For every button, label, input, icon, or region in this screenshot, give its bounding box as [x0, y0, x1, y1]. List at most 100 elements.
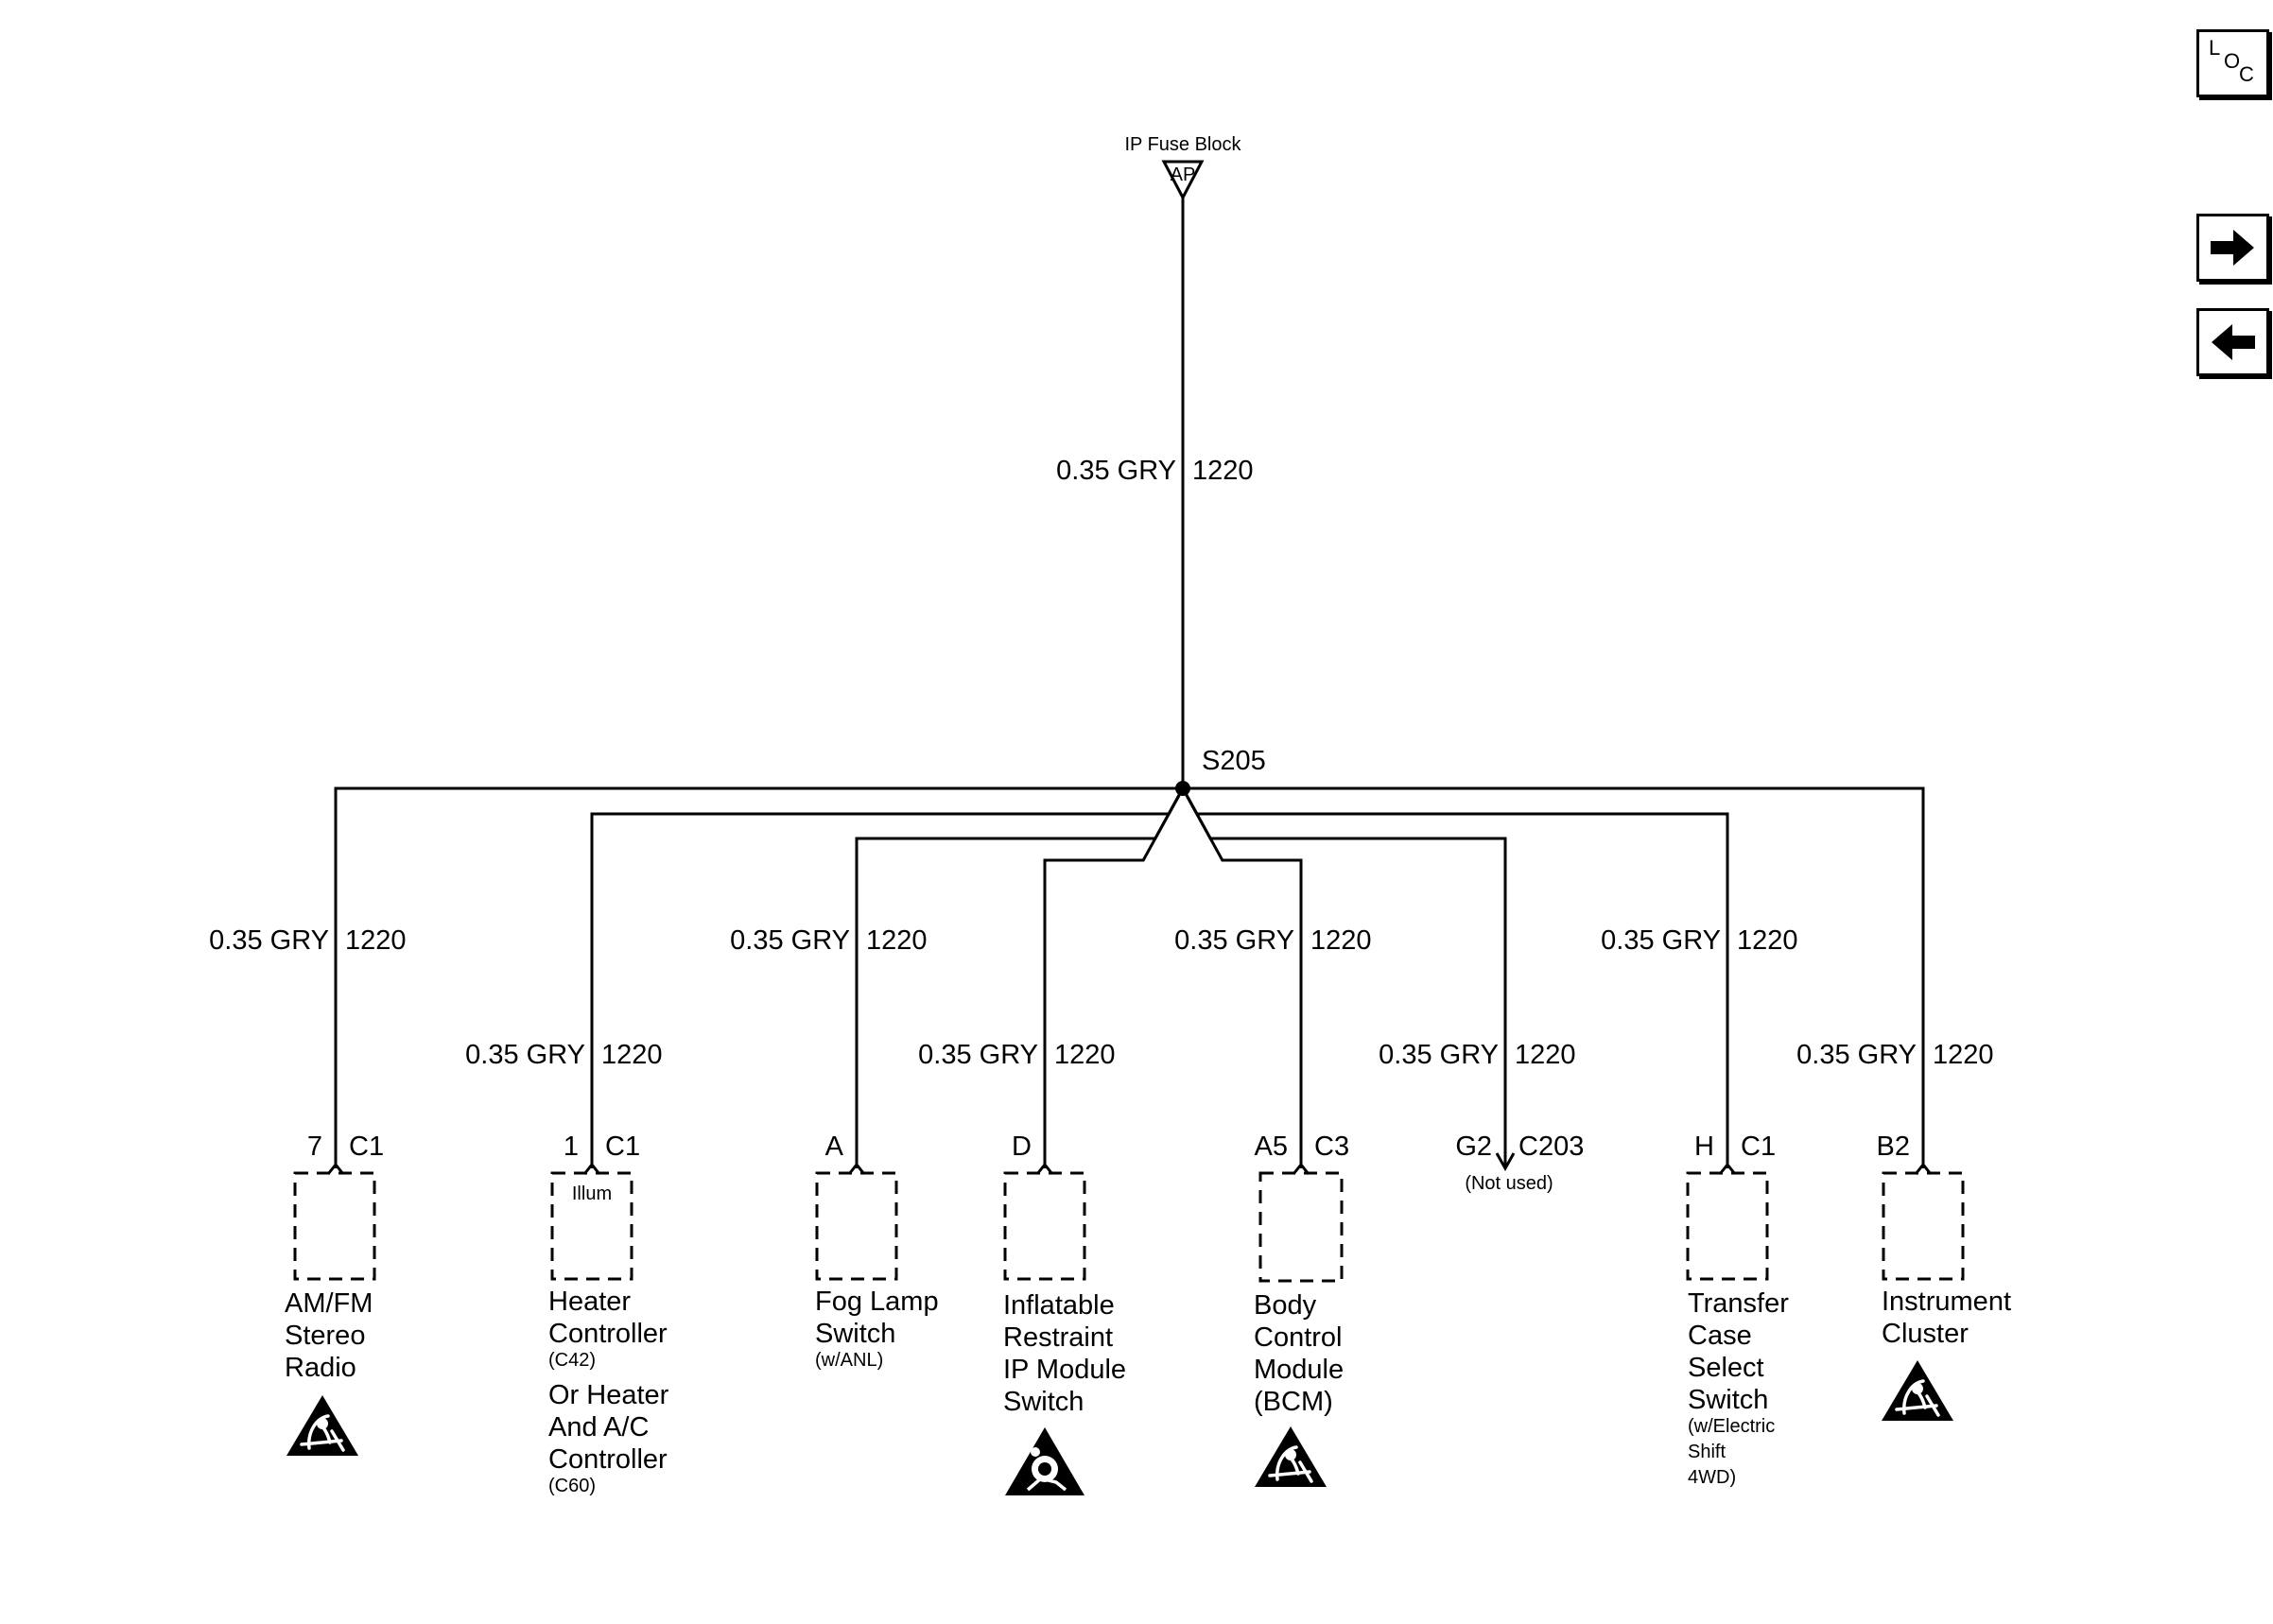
branch-wire [855, 787, 1185, 1168]
branch-wire [1181, 787, 1729, 1168]
not-used-note: (Not used) [1465, 1173, 1553, 1194]
wire-gauge-label: 0.35 GRY [730, 925, 850, 956]
pin-terminal [1914, 1162, 1933, 1175]
component-name-line: Radio [285, 1353, 356, 1383]
pin-label: 1 [564, 1132, 579, 1162]
component-name-line: Switch [1688, 1385, 1768, 1415]
component-name-line: Select [1688, 1353, 1764, 1383]
next-page-button[interactable] [2196, 214, 2269, 282]
connector-label: C203 [1518, 1132, 1584, 1162]
wire-circuit-label: 1220 [1054, 1040, 1116, 1070]
branch-wire [334, 786, 1183, 1168]
pin-label: B2 [1877, 1132, 1910, 1162]
component-name-line: Inflatable [1003, 1290, 1115, 1321]
branch-wire [1043, 787, 1185, 1168]
component-name-line: Fog Lamp [815, 1287, 939, 1317]
wire-gauge-label: 0.35 GRY [1379, 1040, 1499, 1070]
previous-page-button[interactable] [2196, 308, 2269, 376]
component-box [815, 1171, 898, 1281]
component-name-line: Transfer [1688, 1288, 1789, 1319]
component-name-line: Case [1688, 1321, 1752, 1351]
wire-circuit-label: 1220 [866, 925, 928, 956]
inline-connector-arrow [1495, 1152, 1516, 1172]
wire-circuit-label: 1220 [1515, 1040, 1576, 1070]
component-name-line: Stereo [285, 1321, 365, 1351]
component-box [550, 1171, 633, 1281]
component-name-line: Or Heater [548, 1380, 669, 1410]
pin-terminal [582, 1162, 601, 1175]
pin-label: D [1012, 1132, 1032, 1162]
esd-sensitive-icon [285, 1393, 360, 1458]
wire-circuit-label: 1220 [1310, 925, 1372, 956]
main-wire-gauge: 0.35 GRY [1056, 456, 1176, 486]
component-name-line: Restraint [1003, 1322, 1113, 1353]
splice-label: S205 [1202, 746, 1266, 776]
main-wire-circuit: 1220 [1192, 456, 1254, 486]
arrow-right-icon [2211, 230, 2254, 266]
wire-gauge-label: 0.35 GRY [918, 1040, 1038, 1070]
component-inner-label: Illum [572, 1183, 612, 1204]
loc-c: C [2239, 62, 2254, 86]
component-name-line: Switch [815, 1319, 895, 1349]
component-name-line: Instrument [1882, 1287, 2011, 1317]
component-name-line: Control [1254, 1322, 1343, 1353]
component-name-line: Switch [1003, 1387, 1084, 1417]
connector-label: C3 [1314, 1132, 1349, 1162]
component-box [1686, 1171, 1769, 1281]
connector-label: C1 [1741, 1132, 1776, 1162]
pin-terminal [847, 1162, 866, 1175]
component-box [1258, 1171, 1344, 1283]
component-name-line: (C60) [548, 1476, 596, 1496]
component-name-line: (w/Electric [1688, 1416, 1775, 1437]
pin-label: H [1694, 1132, 1714, 1162]
fuse-block-code: AP [1171, 164, 1196, 185]
connector-label: C1 [349, 1132, 384, 1162]
wire-circuit-label: 1220 [1933, 1040, 1994, 1070]
component-name-line: (BCM) [1254, 1387, 1333, 1417]
arrow-left-icon [2212, 324, 2255, 360]
component-name-line: Controller [548, 1319, 668, 1349]
pin-label: A [825, 1132, 844, 1162]
pin-label: 7 [307, 1132, 322, 1162]
component-name-line: Body [1254, 1290, 1317, 1321]
pin-terminal [1718, 1162, 1737, 1175]
component-name-line: Heater [548, 1287, 631, 1317]
wire-gauge-label: 0.35 GRY [1796, 1040, 1917, 1070]
branch-wire [1183, 786, 1925, 1168]
pin-label: A5 [1255, 1132, 1288, 1162]
wire-gauge-label: 0.35 GRY [1601, 925, 1721, 956]
wire-gauge-label: 0.35 GRY [1174, 925, 1294, 956]
fuse-block-terminal [1161, 160, 1205, 201]
component-name-line: Shift [1688, 1442, 1726, 1462]
component-box [1882, 1171, 1965, 1281]
wire-circuit-label: 1220 [1737, 925, 1798, 956]
loc-l: L [2209, 36, 2221, 60]
component-name-line: Cluster [1882, 1319, 1969, 1349]
pin-label: G2 [1455, 1132, 1492, 1162]
component-box [293, 1171, 376, 1281]
wire-gauge-label: 0.35 GRY [465, 1040, 585, 1070]
component-name-line: IP Module [1003, 1355, 1126, 1385]
branch-wire [1181, 787, 1303, 1168]
loc-button[interactable]: L O C [2196, 29, 2269, 97]
component-name-line: (w/ANL) [815, 1350, 883, 1371]
connector-label: C1 [605, 1132, 640, 1162]
pin-terminal [1292, 1162, 1310, 1175]
esd-sensitive-icon [1880, 1358, 1955, 1423]
component-name-line: Controller [548, 1444, 668, 1475]
airbag-warning-icon [1003, 1425, 1086, 1497]
component-name-line: 4WD) [1688, 1467, 1736, 1488]
branch-wire [1181, 787, 1507, 1168]
branch-wire [590, 787, 1185, 1168]
component-name-line: (C42) [548, 1350, 596, 1371]
wire-circuit-label: 1220 [345, 925, 407, 956]
